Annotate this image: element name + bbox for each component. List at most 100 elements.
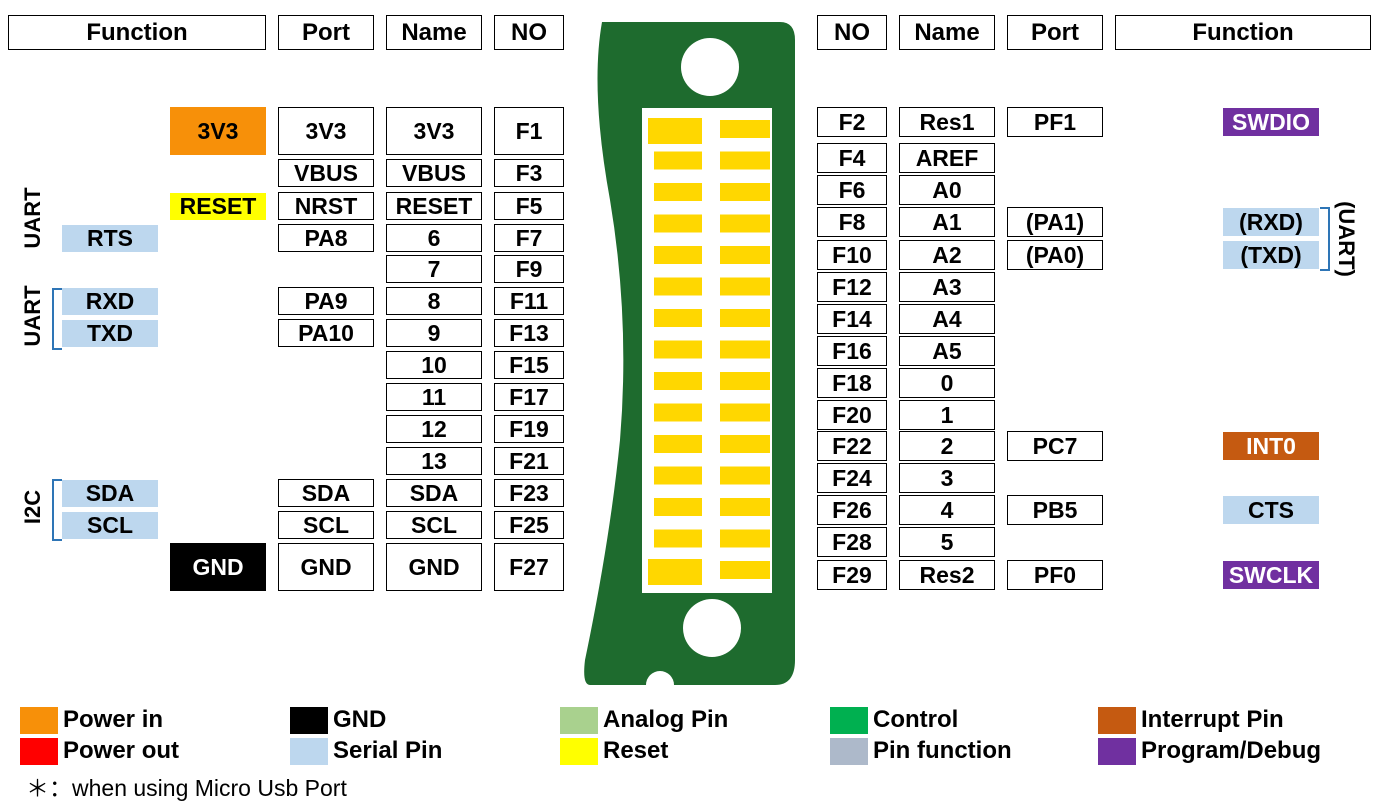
- legend-label: Program/Debug: [1141, 737, 1322, 764]
- connector-pad: [654, 214, 702, 233]
- pin-name-cell: 4: [899, 495, 995, 525]
- i2c-group-label: I2C: [20, 489, 45, 525]
- pin-name-cell: A1: [899, 207, 995, 237]
- pin-name-cell: A3: [899, 272, 995, 302]
- pin-no-cell: F20: [817, 400, 887, 430]
- pin-name-cell: A2: [899, 240, 995, 270]
- connector-pad: [720, 246, 770, 264]
- left-port-header: Port: [278, 15, 374, 50]
- legend-swatch: [20, 738, 58, 765]
- pin-no-cell: F5: [494, 192, 564, 220]
- left-no-header: NO: [494, 15, 564, 50]
- pin-no-cell: F11: [494, 287, 564, 315]
- right-port-header: Port: [1007, 15, 1103, 50]
- connector-pad: [720, 183, 770, 201]
- right-function-header: Function: [1115, 15, 1371, 50]
- legend-label: Control: [873, 706, 959, 733]
- pin-name-cell: 3: [899, 463, 995, 493]
- pin-no-cell: F9: [494, 255, 564, 283]
- pin-function-tag: (RXD): [1223, 208, 1319, 236]
- pin-port-cell: PF0: [1007, 560, 1103, 590]
- left-function-header: Function: [8, 15, 266, 50]
- left-name-header: Name: [386, 15, 482, 50]
- pin-name-cell: 0: [899, 368, 995, 398]
- legend-label: Interrupt Pin: [1141, 706, 1284, 733]
- connector-pad: [720, 120, 770, 138]
- pin-name-cell: 3V3: [386, 107, 482, 155]
- uart-group-label-top: UART: [20, 187, 45, 249]
- pin-function-tag: INT0: [1223, 432, 1319, 460]
- connector-pad: [720, 403, 770, 422]
- connector-pad: [720, 309, 770, 327]
- connector-pad: [720, 372, 770, 390]
- pin-name-cell: A5: [899, 336, 995, 366]
- connector-pad: [654, 529, 702, 548]
- legend-label: Serial Pin: [333, 737, 443, 764]
- pin-function-tag: RESET: [170, 193, 266, 220]
- pin-function-tag: SCL: [62, 512, 158, 539]
- pin-function-tag: GND: [170, 543, 266, 591]
- pin-no-cell: F19: [494, 415, 564, 443]
- legend-swatch: [1098, 738, 1136, 765]
- connector-pad: [720, 498, 770, 516]
- pin-no-cell: F27: [494, 543, 564, 591]
- connector-pad: [654, 435, 702, 453]
- pin-name-cell: AREF: [899, 143, 995, 173]
- pin-function-tag: SWCLK: [1223, 561, 1319, 589]
- pin-name-cell: VBUS: [386, 159, 482, 187]
- footnote: ＊：when using Micro Usb Port: [26, 775, 347, 801]
- pin-function-tag: 3V3: [170, 107, 266, 155]
- pin-port-cell: PF1: [1007, 107, 1103, 137]
- pin-function-tag: SWDIO: [1223, 108, 1319, 136]
- pin-function-tag: CTS: [1223, 496, 1319, 524]
- pin-port-cell: (PA1): [1007, 207, 1103, 237]
- connector-pad: [654, 246, 702, 264]
- uart-group-label-mid: UART: [20, 285, 45, 347]
- pin-no-cell: F21: [494, 447, 564, 475]
- pin-port-cell: GND: [278, 543, 374, 591]
- connector-pad: [654, 403, 702, 422]
- pin-no-cell: F23: [494, 479, 564, 507]
- connector-pad: [654, 151, 702, 170]
- pin-no-cell: F28: [817, 527, 887, 557]
- pin-port-cell: VBUS: [278, 159, 374, 187]
- legend-swatch: [830, 707, 868, 734]
- pin-name-cell: 12: [386, 415, 482, 443]
- right-no-header: NO: [817, 15, 887, 50]
- pin-no-cell: F4: [817, 143, 887, 173]
- pin-name-cell: 5: [899, 527, 995, 557]
- pin-port-cell: PC7: [1007, 431, 1103, 461]
- pin-function-tag: (TXD): [1223, 241, 1319, 269]
- pin-no-cell: F2: [817, 107, 887, 137]
- pin-name-cell: RESET: [386, 192, 482, 220]
- pin-name-cell: GND: [386, 543, 482, 591]
- pin-no-cell: F1: [494, 107, 564, 155]
- legend-swatch: [560, 707, 598, 734]
- connector-pad: [720, 151, 770, 170]
- pin-function-tag: TXD: [62, 320, 158, 347]
- pin-name-cell: Res2: [899, 560, 995, 590]
- connector-pad: [654, 372, 702, 390]
- pin-port-cell: PA9: [278, 287, 374, 315]
- pin-port-cell: PA8: [278, 224, 374, 252]
- connector-pad: [720, 277, 770, 296]
- pin-no-cell: F13: [494, 319, 564, 347]
- pin-name-cell: 9: [386, 319, 482, 347]
- connector-pad: [654, 466, 702, 485]
- pin-port-cell: (PA0): [1007, 240, 1103, 270]
- pin-name-cell: SCL: [386, 511, 482, 539]
- connector-pad: [720, 435, 770, 453]
- legend-swatch: [20, 707, 58, 734]
- pin-no-cell: F29: [817, 560, 887, 590]
- connector-pad: [720, 214, 770, 233]
- legend-label: Power in: [63, 706, 164, 733]
- pin-no-cell: F16: [817, 336, 887, 366]
- legend-swatch: [290, 738, 328, 765]
- connector-pad: [720, 561, 770, 579]
- connector-pad: [720, 466, 770, 485]
- connector-pad: [648, 559, 702, 585]
- legend-label: Analog Pin: [603, 706, 729, 733]
- legend-label: Pin function: [873, 737, 1012, 764]
- legend-swatch: [830, 738, 868, 765]
- legend-swatch: [560, 738, 598, 765]
